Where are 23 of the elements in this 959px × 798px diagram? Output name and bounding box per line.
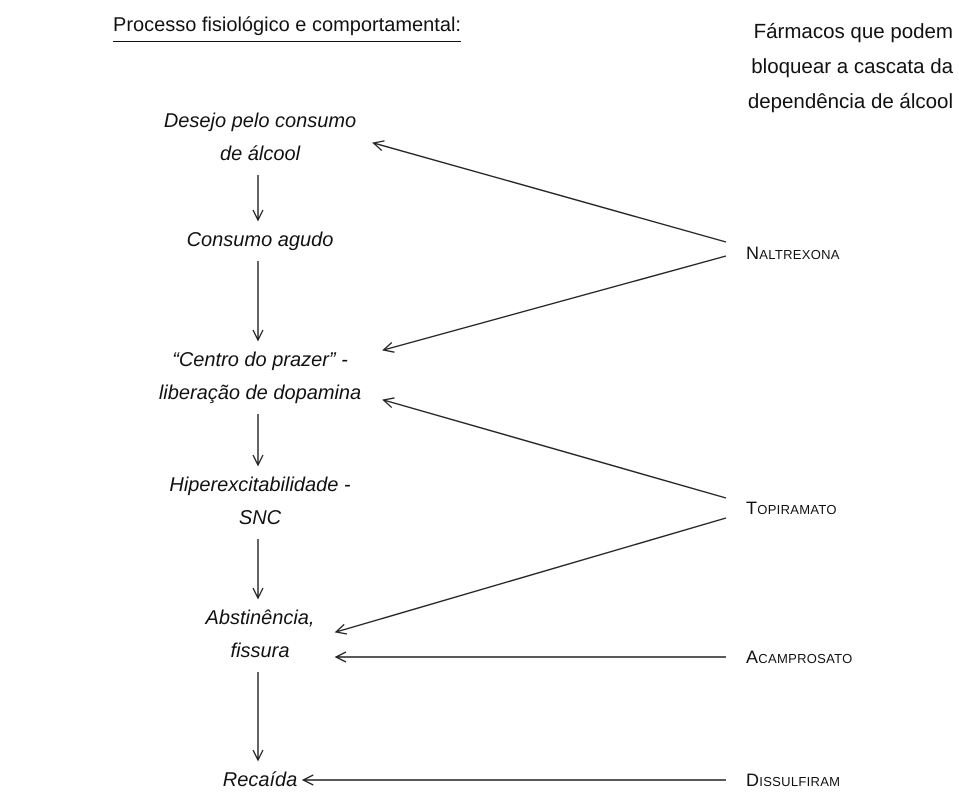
arrow: [302, 774, 726, 786]
column-heading: Fármacos que podem bloquear a cascata da dependência de álcool: [746, 19, 953, 115]
arrow: [335, 651, 726, 663]
column-heading: Processo fisiológico e comportamental:: [113, 14, 461, 42]
arrow: [252, 672, 264, 761]
process-step: Recaída: [222, 764, 298, 797]
arrow: [252, 539, 264, 599]
arrow: [372, 140, 726, 243]
arrow: [252, 414, 264, 466]
arrow: [382, 255, 726, 353]
drug-name: Acamprosato: [746, 646, 853, 668]
process-step: Abstinência, fissura: [190, 602, 330, 668]
arrow: [252, 261, 264, 341]
drug-name: Dissulfiram: [746, 770, 840, 790]
drug-name: Naltrexona: [746, 242, 840, 264]
arrow: [335, 517, 726, 635]
arrow: [252, 175, 264, 221]
process-step: Hiperexcitabilidade - SNC: [160, 469, 360, 535]
process-step: “Centro do prazer” - liberação de dopamina: [142, 344, 378, 410]
process-step: Consumo agudo: [186, 224, 334, 257]
drug-name: Topiramato: [746, 498, 837, 518]
process-step: Desejo pelo consumo de álcool: [152, 105, 368, 171]
arrow: [382, 397, 726, 499]
